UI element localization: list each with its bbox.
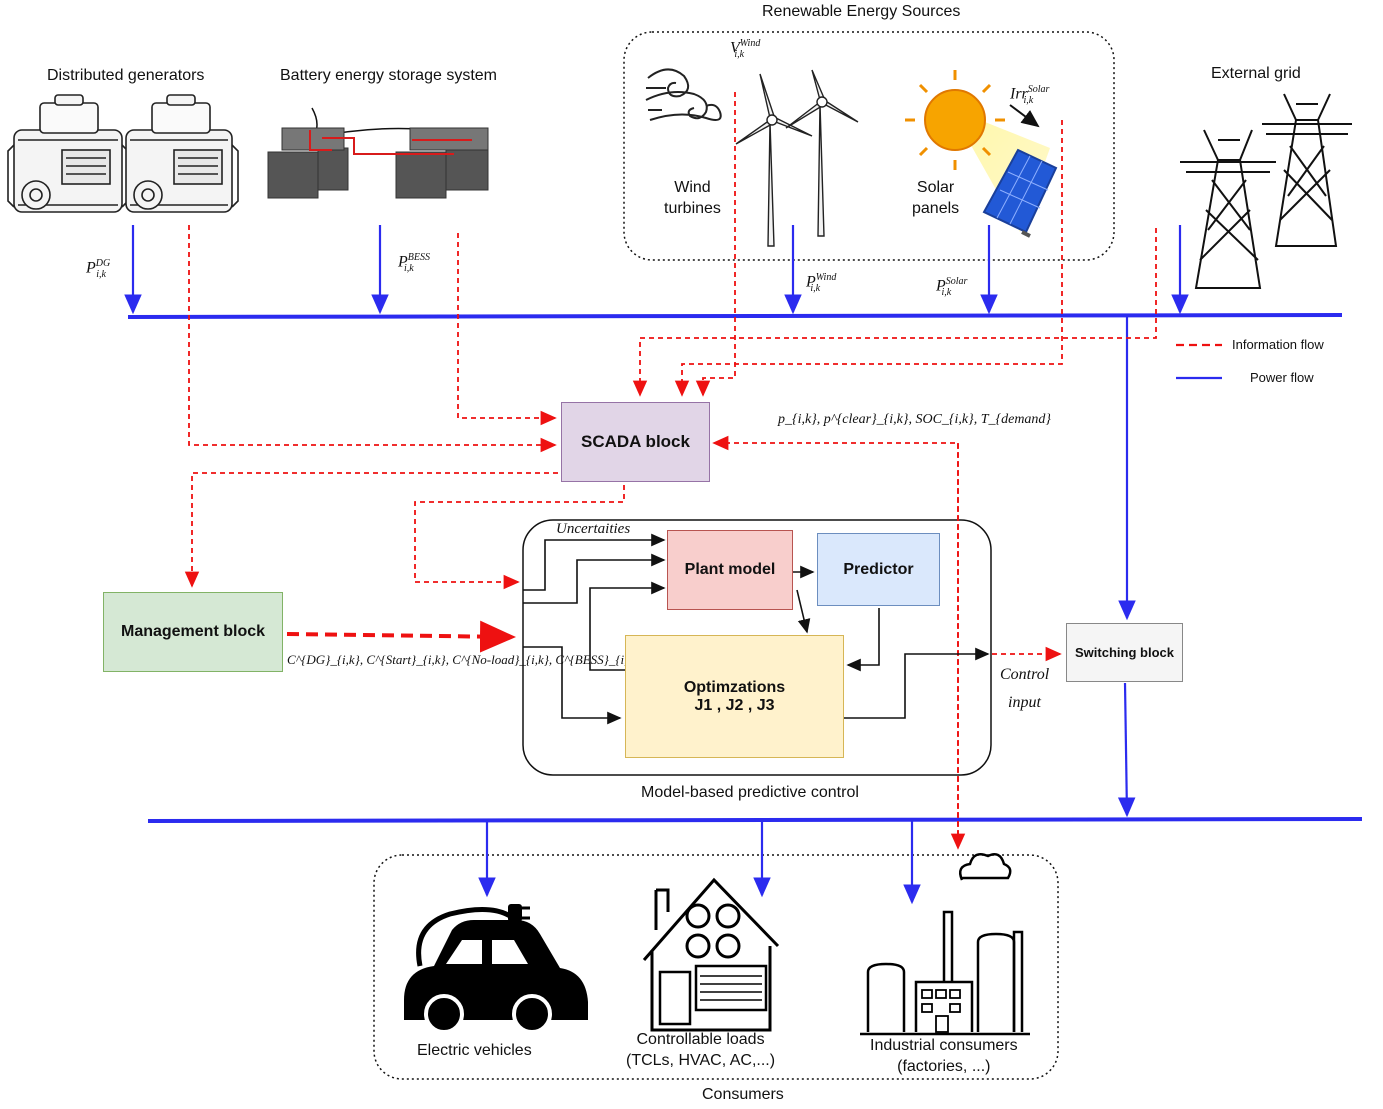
symbol-p-dg: PDGi,k: [86, 258, 111, 280]
consumers-group: [373, 854, 1059, 1080]
label-bess: Battery energy storage system: [280, 67, 497, 84]
bottom-power-bus: [147, 817, 1363, 823]
optimizations-title: Optimzations: [683, 678, 786, 696]
symbol-scada-inputs: p_{i,k}, p^{clear}_{i,k}, SOC_{i,k}, T_{…: [778, 412, 1052, 427]
transmission-tower-icon: [1180, 93, 1352, 289]
information-flows: [184, 92, 1157, 850]
symbol-p-solar: PSolari,k: [936, 276, 968, 298]
management-block: Management block: [103, 592, 283, 672]
top-power-bus: [127, 313, 1343, 319]
factory-icon: [860, 853, 1030, 1036]
electric-vehicle-icon: [404, 904, 588, 1034]
label-solar-panels: Solar panels: [912, 179, 960, 217]
renewables-group: [623, 31, 1115, 261]
symbol-uncertainties: Uncertaities: [556, 521, 631, 537]
label-electric-vehicles: Electric vehicles: [417, 1042, 532, 1059]
predictor-block: Predictor: [817, 533, 940, 606]
legend-information-flow: Information flow: [1232, 337, 1324, 352]
label-consumers: Consumers: [702, 1086, 784, 1103]
label-controllable-loads: Controllable loads (TCLs, HVAC, AC,...): [626, 1031, 776, 1069]
switching-block: Switching block: [1066, 623, 1183, 682]
label-wind-turbines: Wind turbines: [664, 179, 721, 217]
solar-panel-icon: [905, 70, 1058, 238]
battery-icon: [267, 107, 489, 199]
symbol-control-input-1: Control: [1000, 666, 1050, 683]
plant-model-block: Plant model: [667, 530, 793, 610]
label-renewables: Renewable Energy Sources: [762, 3, 961, 20]
symbol-p-wind: PWindi,k: [806, 272, 837, 294]
wind-turbine-icon: [735, 69, 859, 247]
symbol-p-bess: PBESSi,k: [398, 252, 430, 274]
symbol-control-input-2: input: [1008, 694, 1041, 711]
generator-icon: [7, 94, 239, 213]
legend-power-flow: Power flow: [1250, 370, 1314, 385]
label-mpc: Model-based predictive control: [641, 784, 859, 801]
optimizations-objectives: J1 , J2 , J3: [694, 696, 775, 714]
symbol-v-wind: VWindi,k: [730, 38, 761, 60]
label-industrial-consumers: Industrial consumers (factories, ...): [870, 1037, 1018, 1075]
source-power-arrows: [124, 225, 1189, 905]
label-external-grid: External grid: [1211, 65, 1301, 82]
symbol-costs: C^{DG}_{i,k}, C^{Start}_{i,k}, C^{No-loa…: [287, 652, 639, 667]
scada-block: SCADA block: [561, 402, 710, 482]
mpc-internal-arrows: [523, 533, 990, 725]
management-to-mpc-arrow: [286, 620, 516, 653]
label-distributed-generators: Distributed generators: [47, 67, 205, 84]
wind-swirl-icon: [645, 68, 722, 121]
symbol-irr-solar: IrrSolari,k: [1010, 84, 1050, 106]
optimizations-block: Optimzations J1 , J2 , J3: [625, 635, 844, 758]
house-loads-icon: [642, 877, 780, 1032]
